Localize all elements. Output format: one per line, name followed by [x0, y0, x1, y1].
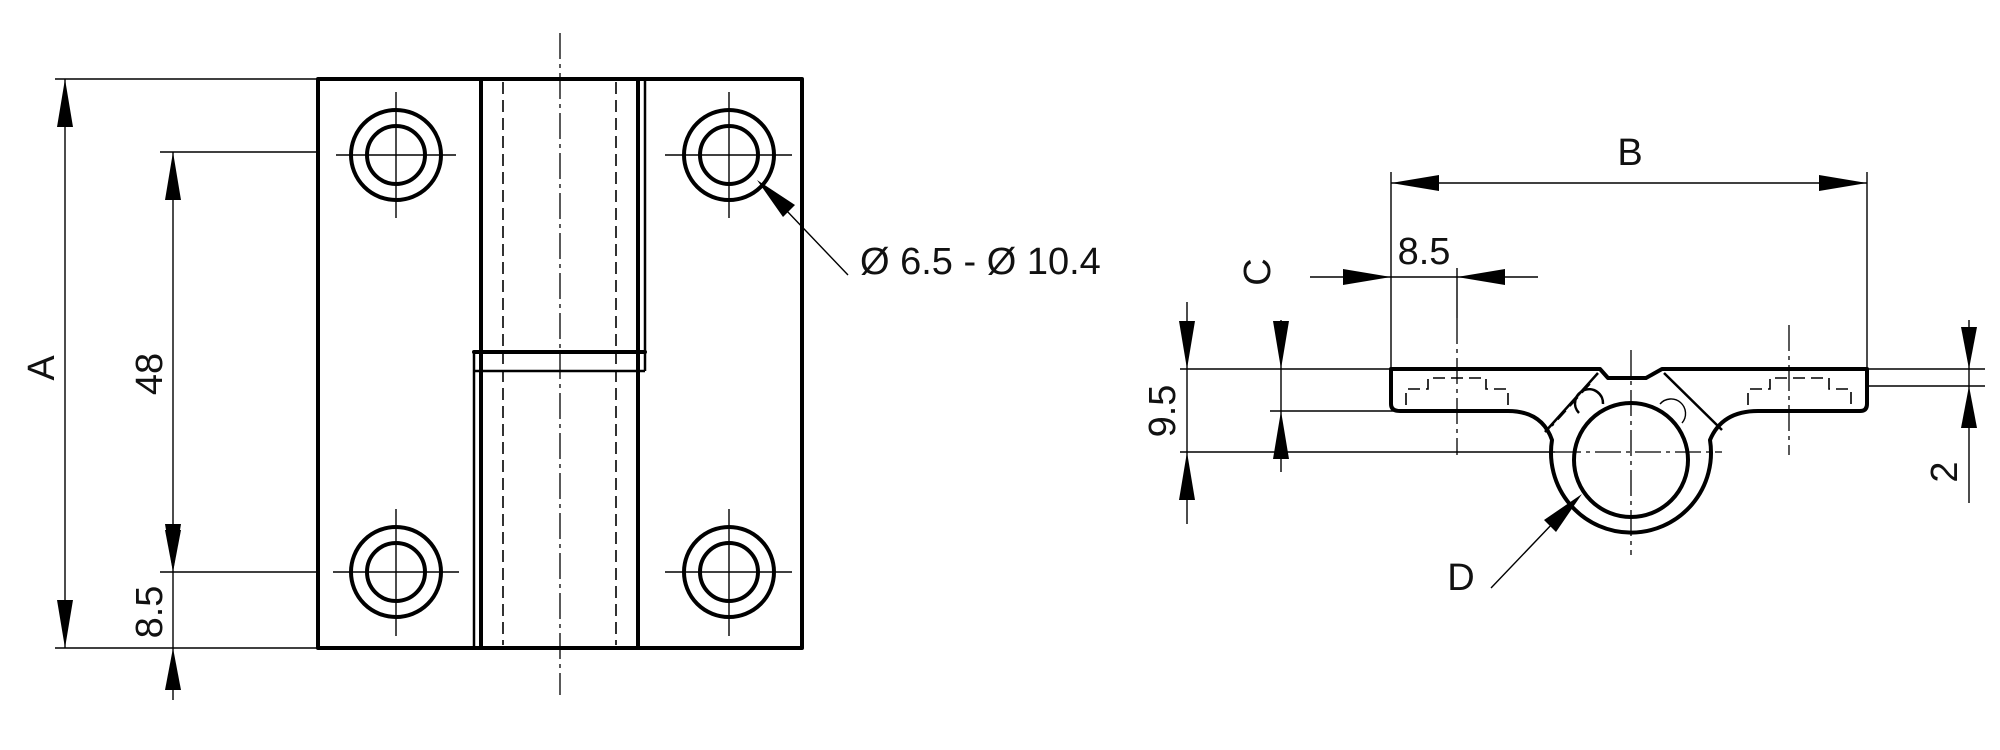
dim-a-label: A: [21, 355, 63, 381]
dimension-8-5-right: 8.5: [1310, 231, 1538, 318]
hole-top-right: [665, 92, 792, 218]
dim-d-label: D: [1447, 557, 1474, 599]
dimension-48: 48: [129, 151, 318, 573]
hole-callout: Ø 6.5 - Ø 10.4: [757, 180, 1101, 283]
hole-callout-label: Ø 6.5 - Ø 10.4: [860, 241, 1101, 283]
dimension-c: C: [1237, 258, 1289, 472]
dimension-8-5-left: 8.5: [129, 530, 181, 700]
front-view: A 48 8.5 Ø 6.5 - Ø 10.4: [21, 33, 1101, 700]
dim-2-label: 2: [1924, 461, 1966, 482]
dimension-d: D: [1447, 494, 1582, 599]
dim-48-label: 48: [129, 353, 171, 395]
hole-top-left: [336, 92, 456, 218]
dimension-b: B: [1390, 132, 1868, 369]
dimension-a: A: [21, 78, 318, 649]
pin-circle: [1572, 401, 1690, 519]
hole-bottom-left: [333, 509, 459, 636]
side-view: B 8.5 C 9.5: [1142, 132, 1985, 599]
hidden-countersink-right: [1747, 377, 1852, 405]
dim-c-label: C: [1237, 258, 1279, 285]
side-profile: [1389, 367, 1869, 535]
hole-bottom-right: [665, 509, 792, 636]
dim-9-5-label: 9.5: [1142, 385, 1184, 438]
dim-8-5-left-label: 8.5: [129, 586, 171, 639]
dim-8-5-right-label: 8.5: [1398, 231, 1451, 273]
dim-b-label: B: [1617, 132, 1642, 174]
dimension-9-5: 9.5: [1142, 302, 1195, 524]
dimension-2: 2: [1867, 320, 1985, 503]
